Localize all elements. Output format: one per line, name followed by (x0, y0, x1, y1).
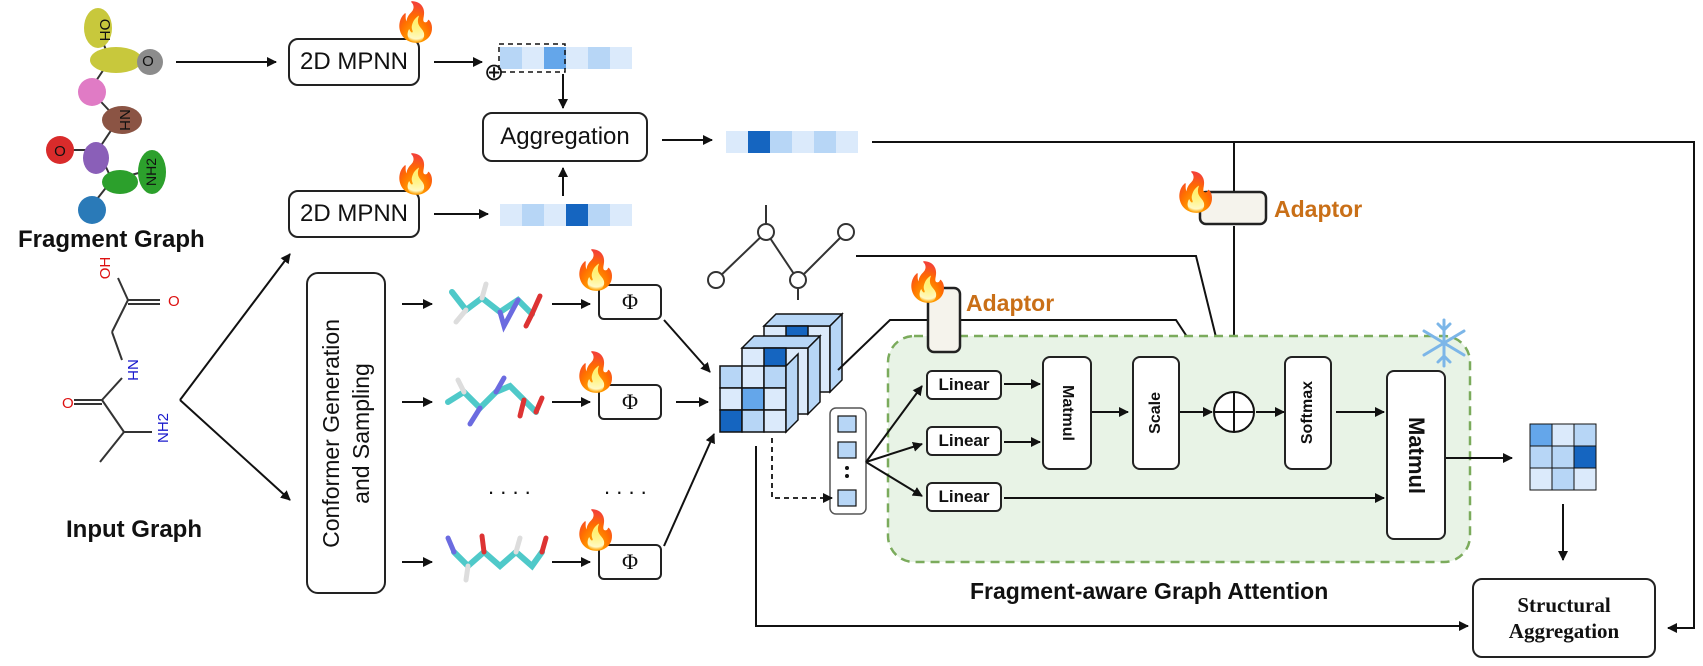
phi-box-3: Φ (598, 544, 662, 580)
softmax-label: Softmax (1299, 381, 1316, 445)
dots-conformers: . . . . (488, 474, 531, 499)
fire-icon: 🔥 (392, 154, 440, 196)
attention-caption: Fragment-aware Graph Attention (970, 578, 1329, 604)
structural-aggregation-line-1: Structural (1517, 593, 1611, 617)
adaptor-mid-shape (926, 286, 962, 354)
node-token-column (829, 407, 867, 515)
conformer-graph (707, 205, 855, 300)
svg-text:O: O (142, 53, 154, 70)
conformer-tensor-cubes (719, 312, 844, 434)
adaptor-top-shape (1198, 190, 1268, 226)
fanout-to-linears (865, 385, 923, 497)
conformer-line-2: and Sampling (348, 362, 374, 504)
fire-icon: 🔥 (392, 2, 440, 44)
aggregated-vector (726, 131, 858, 153)
svg-text:NH2: NH2 (143, 158, 159, 186)
arrow-to-mpnn (179, 253, 291, 401)
conformer-generation-box: Conformer Generation and Sampling (306, 272, 386, 594)
concat-plus-icon: ⊕ (484, 59, 505, 86)
fragment-graph-molecule: OH O NH O NH2 (46, 8, 166, 224)
svg-text:OH: OH (97, 257, 114, 280)
fragment-graph-title: Fragment Graph (18, 226, 205, 253)
svg-text:O: O (168, 293, 180, 310)
svg-text:OH: OH (96, 19, 113, 42)
fire-icon: 🔥 (904, 262, 952, 304)
attention-arrows (1004, 379, 1385, 503)
arrow-cubes-to-tokens (771, 438, 833, 503)
adaptor-mid-label: Adaptor (966, 290, 1055, 316)
matmul-big-box: Matmul (1386, 370, 1446, 540)
fire-icon: 🔥 (572, 352, 620, 394)
matmul-small-box: Matmul (1042, 356, 1092, 470)
fire-icon: 🔥 (1172, 172, 1220, 214)
structural-aggregation-box: Structural Aggregation (1472, 578, 1656, 658)
svg-text:O: O (54, 143, 66, 160)
arrow-aggregated-to-structural (872, 141, 1695, 633)
softmax-box: Softmax (1284, 356, 1332, 470)
aggregation-box: Aggregation (482, 112, 648, 162)
conformer-3d-2 (445, 375, 545, 427)
input-graph-molecule (74, 277, 160, 463)
input-graph-atom-labels: OH O NH O NH2 (62, 257, 180, 443)
svg-text:NH: NH (116, 109, 133, 131)
linear-box-2: Linear (926, 426, 1002, 456)
dots-phi: . . . . (604, 474, 647, 499)
adaptor-top-label: Adaptor (1274, 196, 1363, 222)
phi-box-2: Φ (598, 384, 662, 420)
snowflake-icon (1422, 318, 1466, 368)
conformer-line-1: Conformer Generation (318, 318, 344, 548)
arrow-residual-to-structural (755, 446, 1469, 631)
attention-output-matrix (1529, 423, 1597, 491)
svg-text:NH2: NH2 (155, 413, 172, 443)
matmul-small-label: Matmul (1059, 385, 1076, 441)
conformer-3d-1 (449, 281, 543, 333)
graph-embedding-vector (500, 204, 632, 226)
fire-icon: 🔥 (572, 250, 620, 292)
linear-box-1: Linear (926, 370, 1002, 400)
svg-text:O: O (62, 395, 74, 412)
sum-operator (1213, 391, 1255, 433)
arrow-to-conformer (179, 399, 291, 501)
phi-box-1: Φ (598, 284, 662, 320)
matmul-big-label: Matmul (1404, 416, 1429, 494)
structural-aggregation-line-2: Aggregation (1508, 619, 1620, 643)
linear-box-3: Linear (926, 482, 1002, 512)
conformer-rows (402, 299, 715, 567)
conformer-3d-3 (445, 533, 549, 583)
line-cubes-to-adaptor (837, 319, 930, 371)
scale-box: Scale (1132, 356, 1180, 470)
fire-icon: 🔥 (572, 510, 620, 552)
mpnn-bottom-box: 2D MPNN (288, 190, 420, 238)
input-graph-title: Input Graph (66, 516, 202, 543)
fragment-embedding-vector (498, 43, 632, 73)
scale-label: Scale (1147, 392, 1164, 434)
mpnn-top-box: 2D MPNN (288, 38, 420, 86)
svg-text:NH: NH (124, 359, 141, 381)
